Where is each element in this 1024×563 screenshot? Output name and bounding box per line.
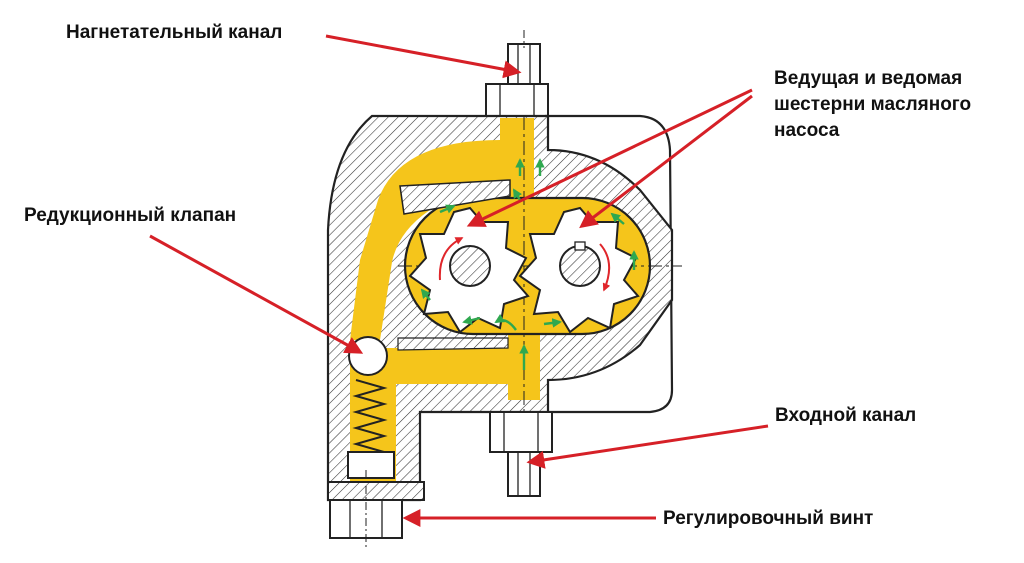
leader-valve [149, 234, 364, 354]
oil-flow-arrows [420, 158, 639, 370]
spring-seat [347, 451, 395, 479]
label-inlet-channel: Входной канал [775, 405, 917, 426]
label-pump-gears-line3: насоса [774, 120, 840, 141]
drive-gear [408, 206, 530, 334]
leader-discharge [325, 34, 522, 79]
adjusting-screw [329, 470, 403, 548]
leader-inlet [526, 424, 769, 469]
valve-spring [352, 379, 388, 453]
drive-gear-rotation-arrow [438, 237, 464, 281]
driven-gear-rotation-arrow [599, 243, 611, 292]
leader-arrows [149, 34, 769, 527]
inner-wall [399, 179, 511, 215]
label-reducing-valve: Редукционный клапан [24, 205, 237, 226]
label-discharge-channel: Нагнетательный канал [66, 22, 283, 43]
label-pump-gears-line2: шестерни масляного [774, 94, 972, 115]
label-pump-gears: Ведущая и ведомая шестерни масляного нас… [774, 66, 1014, 144]
leader-drive-gear [466, 88, 753, 227]
label-pump-gears-line1: Ведущая и ведомая [774, 68, 963, 89]
inner-wall-lower [397, 337, 509, 351]
leader-driven-gear [579, 94, 753, 229]
valve-ball [348, 336, 388, 376]
driven-gear [518, 206, 640, 334]
bottom-shaft [489, 411, 553, 497]
label-adjusting-screw: Регулировочный винт [663, 508, 874, 529]
